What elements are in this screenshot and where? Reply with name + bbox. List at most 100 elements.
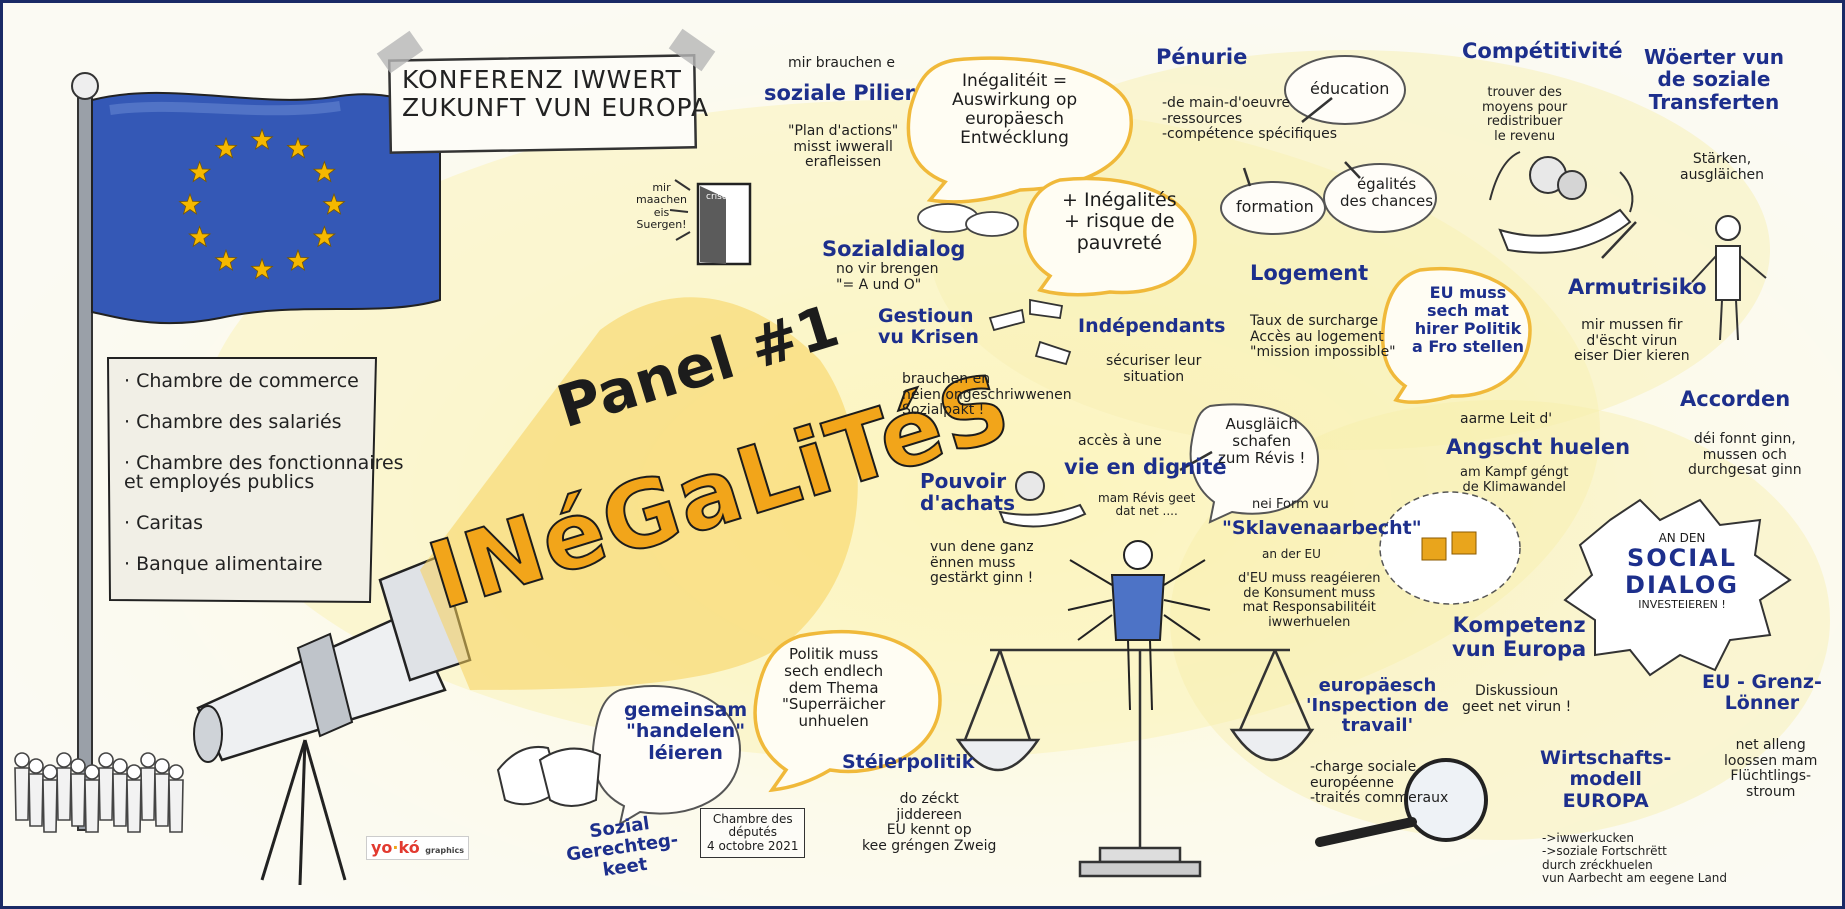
politik-text: Politik muss sech endlech dem Thema "Sup… [782, 645, 886, 731]
eu-star-icon [322, 192, 346, 215]
gestioun-body: brauchen en neien ongeschriwwenen Sozial… [902, 371, 1072, 419]
penurie-item-3: -compétence spécifiques [1162, 126, 1338, 143]
bubble-eu-muss [1380, 267, 1532, 404]
multitasking-person-icon [1067, 540, 1211, 711]
organizations-list: Chambre de commerce Chambre des salariés… [124, 372, 404, 596]
bubble-formation [1220, 181, 1326, 235]
eu-grenz-heading: EU - Grenz- Lönner [1702, 671, 1822, 715]
eu-star-icon [286, 248, 310, 271]
logo-yo: yo [371, 838, 393, 857]
pouvoir-heading: Pouvoir d'achats [920, 469, 1015, 516]
eu-grenz-body: net alleng loossen mam Flüchtlings- stro… [1724, 737, 1818, 801]
crowd-icon [14, 752, 184, 833]
crowd-person-icon [168, 764, 184, 780]
crowd-person-icon [84, 764, 100, 780]
org-item-1: Chambre de commerce [124, 372, 404, 391]
education-label: éducation [1310, 79, 1390, 98]
sozialdialog-heading: Sozialdialog [822, 237, 966, 261]
inspection-heading: europäesch 'Inspection de travail' [1306, 675, 1449, 737]
eu-star-icon [286, 136, 310, 159]
crowd-body-icon [154, 773, 170, 827]
logement-heading: Logement [1250, 261, 1369, 285]
crowd-body-icon [42, 779, 58, 833]
crowd-body-icon [112, 773, 128, 827]
aarme-intro: aarme Leit d' [1460, 411, 1553, 427]
yoko-logo: yo·kó graphics [366, 836, 470, 860]
eu-star-icon [188, 225, 212, 248]
crowd-person-icon [28, 758, 44, 774]
light-beam-shape [420, 297, 858, 690]
inegaliteit-text: Inégalitéit = Auswirkung op europäesch E… [952, 71, 1078, 149]
org-item-5: Banque alimentaire [124, 555, 404, 574]
woerter-heading: Wöerter vun de soziale Transferten [1644, 45, 1784, 114]
crowd-person-icon [126, 764, 142, 780]
bubble-politik [753, 629, 942, 793]
flag-pole [71, 72, 99, 831]
crowd-body-icon [168, 779, 184, 833]
crowd-person-icon [140, 752, 156, 768]
wirtschaft-body: ->iwwerkucken ->soziale Fortschrëtt durc… [1542, 831, 1728, 886]
sklaven-sub: an der EU [1262, 547, 1321, 561]
vie-body: mam Révis geet dat net .... [1098, 491, 1196, 519]
pointing-hands-icon [988, 298, 1072, 366]
redistribution-hand-icon [1489, 151, 1634, 254]
bubble-gemeinsam [591, 685, 742, 827]
accorden-heading: Accorden [1680, 387, 1791, 411]
competitivite-heading: Compétitivité [1462, 39, 1623, 63]
eu-star-icon [188, 160, 212, 183]
eu-star-icon [250, 257, 274, 280]
magnifying-glass-icon [1315, 758, 1488, 847]
dialog-speech-icon [917, 203, 1019, 237]
crowd-body-icon [70, 773, 86, 827]
crowd-body-icon [28, 773, 44, 827]
sklaven-body: d'EU muss reagéieren de Konsument muss m… [1238, 571, 1381, 630]
pilier-intro: mir brauchen e [788, 55, 895, 71]
pilier-body: "Plan d'actions" misst iwwerall erafleis… [788, 123, 899, 171]
sozialdialog-body: no vir brengen "= A und O" [836, 261, 939, 293]
title-banner: KONFERENZ IWWERT ZUKUNFT VUN EUROPA [402, 66, 709, 122]
person-transfer-icon [1691, 215, 1767, 341]
eu-flag-icon [91, 91, 441, 325]
wirtschaft-heading: Wirtschafts- modell EUROPA [1540, 747, 1672, 812]
title-line-2: ZUKUNFT VUN EUROPA [402, 93, 710, 122]
crowd-body-icon [84, 779, 100, 833]
social-dialog-line-4: INVESTEIEREN ! [1638, 598, 1726, 612]
kompetenz-body: Diskussioun geet net virun ! [1462, 683, 1572, 715]
bubble-egalites [1323, 163, 1437, 233]
crowd-person-icon [70, 758, 86, 774]
crowd-person-icon [14, 752, 30, 768]
sklaven-intro: nei Form vu [1252, 497, 1329, 512]
gestioun-heading: Gestioun vu Krisen [878, 305, 979, 349]
formation-label: formation [1236, 197, 1314, 216]
title-banner-shape [376, 28, 716, 154]
bubble-inegaliteit [906, 56, 1133, 204]
logement-body: Taux de surcharge Accès au logement "mis… [1250, 313, 1396, 361]
armutrisiko-body: mir mussen fir d'ëscht virun eiser Dier … [1574, 317, 1690, 365]
org-item-2: Chambre des salariés [124, 413, 404, 432]
penurie-items: -de main-d'oeuvre -ressources -compétenc… [1162, 95, 1338, 143]
pouvoir-body: vun dene ganz ënnen muss gestärkt ginn ! [930, 539, 1034, 587]
independants-body: sécuriser leur situation [1106, 353, 1202, 385]
crowd-body-icon [140, 767, 156, 821]
crowd-person-icon [56, 752, 72, 768]
title-line-1: KONFERENZ IWWERT [402, 65, 682, 94]
logo-sub: graphics [425, 846, 465, 855]
competitivite-body: trouver des moyens pour redistribuer le … [1482, 85, 1568, 144]
inspection-body: -charge sociale européenne -traités comm… [1310, 759, 1449, 807]
logo-dash: · [392, 838, 399, 857]
door-rays [669, 179, 691, 241]
penurie-item-2: -ressources [1162, 110, 1243, 127]
woerter-body: Stärken, ausgläichen [1680, 151, 1765, 183]
social-dialog-starburst [1563, 498, 1792, 677]
connector-arrows [1179, 97, 1637, 472]
crowd-person-icon [154, 758, 170, 774]
aarme-body: am Kampf géngt de Klimawandel [1460, 465, 1569, 495]
eu-star-icon [214, 136, 238, 159]
penurie-heading: Pénurie [1156, 45, 1248, 69]
social-dialog-text: AN DEN SOCIAL DIALOG INVESTEIEREN ! [1622, 531, 1742, 612]
org-item-4: Caritas [124, 514, 404, 533]
bubble-education [1284, 55, 1406, 125]
steierpolitik-body: do zéckt jiddereen EU kennt op kee gréng… [862, 791, 997, 855]
